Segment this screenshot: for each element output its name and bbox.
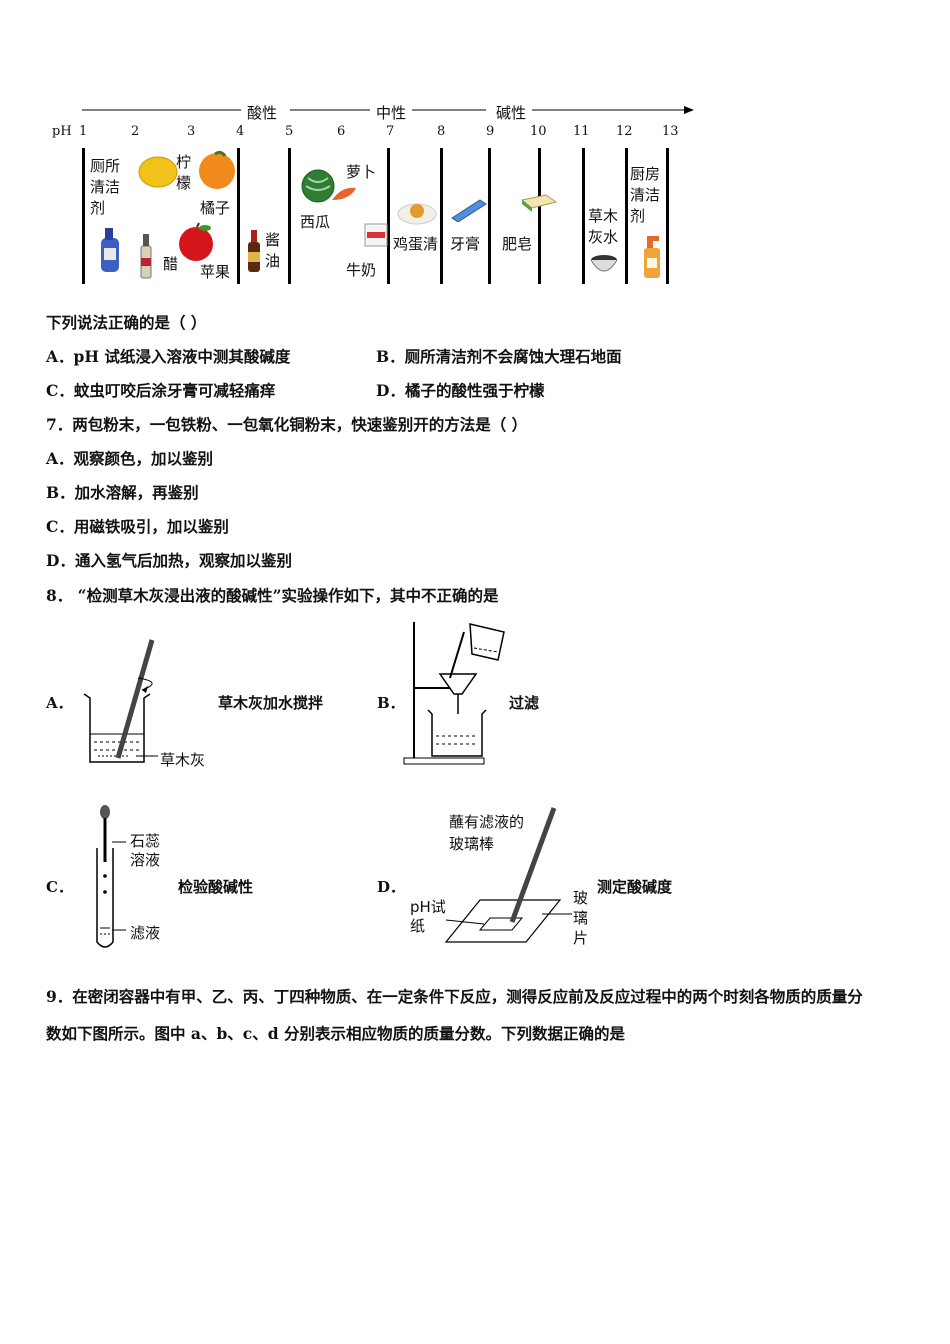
ph-axis-label: pH	[52, 124, 72, 139]
q6-option-a[interactable]: A．pH 试纸浸入溶液中测其酸碱度	[46, 347, 291, 366]
q7-option-d[interactable]: D．通入氢气后加热，观察加以鉴别	[46, 551, 292, 570]
ph-tick: 8	[437, 124, 446, 139]
q7-stem: 7．两包粉末，一包铁粉、一包氧化铜粉末，快速鉴别开的方法是（ ）	[46, 415, 528, 434]
milk-carton-icon	[364, 223, 388, 247]
label-toothpaste: 牙膏	[450, 235, 481, 253]
label-apple: 苹果	[200, 263, 231, 281]
q6-option-c[interactable]: C．蚊虫叮咬后涂牙膏可减轻痛痒	[46, 381, 276, 400]
toilet-cleaner-bottle-icon	[101, 228, 119, 272]
ph-bar	[288, 148, 291, 284]
ph-paper-diagram	[444, 807, 572, 943]
q7-option-c[interactable]: C．用磁铁吸引，加以鉴别	[46, 517, 229, 536]
ph-tick: 12	[616, 124, 633, 139]
ph-bar	[82, 148, 85, 284]
filtrate-label: 滤液	[130, 924, 161, 942]
ph-bar	[625, 148, 628, 284]
stirring-beaker-diagram	[83, 639, 158, 763]
q8-option-c-caption: 检验酸碱性	[178, 878, 254, 896]
label-toilet-cleaner: 厕所清洁剂	[90, 157, 121, 217]
ash-water-bowl-icon	[590, 255, 618, 272]
ph-tick: 6	[337, 124, 346, 139]
ph-tick: 11	[573, 124, 590, 139]
q8-stem: 8． “检测草木灰浸出液的酸碱性”实验操作如下，其中不正确的是	[46, 586, 499, 605]
label-ash-water: 草木灰水	[588, 207, 619, 246]
filtration-diagram	[403, 622, 505, 765]
q7-option-a[interactable]: A．观察颜色，加以鉴别	[46, 449, 214, 468]
watermelon-icon	[301, 169, 335, 203]
label-radish: 萝卜	[346, 163, 377, 181]
ph-axis-arrow	[82, 106, 694, 114]
ph-tick: 5	[285, 124, 294, 139]
ph-paper-label: pH试纸	[410, 898, 446, 935]
acid-region-label: 酸性	[247, 104, 278, 122]
soy-sauce-bottle-icon	[248, 230, 260, 272]
q8-option-c-letter[interactable]: C．	[46, 878, 73, 896]
ph-bar	[440, 148, 443, 284]
label-orange: 橘子	[200, 199, 231, 217]
ph-bar	[387, 148, 390, 284]
q9-stem-line2: 数如下图所示。图中 a、b、c、d 分别表示相应物质的质量分数。下列数据正确的是	[46, 1024, 625, 1043]
ph-tick: 9	[486, 124, 495, 139]
q6-option-b[interactable]: B．厕所清洁剂不会腐蚀大理石地面	[376, 347, 622, 366]
q6-option-d[interactable]: D．橘子的酸性强于柠檬	[376, 381, 545, 400]
egg-white-icon	[397, 203, 437, 225]
label-watermelon: 西瓜	[300, 213, 331, 231]
ph-tick: 7	[386, 124, 395, 139]
glass-rod-label: 蘸有滤液的玻璃棒	[449, 813, 525, 853]
stirring-ash-label: 草木灰	[160, 751, 206, 769]
label-soap: 肥皂	[502, 235, 533, 253]
toothpaste-icon	[451, 199, 487, 222]
q8-option-b-caption: 过滤	[509, 694, 540, 712]
q9-stem-line1: 9．在密闭容器中有甲、乙、丙、丁四种物质、在一定条件下反应，测得反应前及反应过程…	[46, 987, 863, 1006]
soap-icon	[520, 194, 558, 212]
ph-bar	[538, 148, 541, 284]
apple-icon	[179, 222, 213, 261]
q8-option-b-letter[interactable]: B．	[377, 694, 405, 712]
label-milk: 牛奶	[346, 261, 377, 279]
ph-tick: 4	[236, 124, 245, 139]
label-vinegar: 醋	[163, 255, 179, 273]
ph-tick: 1	[79, 124, 88, 139]
q8-option-a-caption: 草木灰加水搅拌	[218, 694, 324, 712]
litmus-label: 石蕊溶液	[130, 832, 161, 869]
ph-bar	[237, 148, 240, 284]
neutral-region-label: 中性	[376, 104, 407, 122]
ph-tick: 3	[187, 124, 196, 139]
q7-option-b[interactable]: B．加水溶解，再鉴别	[46, 483, 199, 502]
label-soy-sauce: 酱油	[265, 231, 281, 270]
q8-option-d-letter[interactable]: D．	[377, 878, 406, 896]
radish-icon	[332, 187, 356, 200]
test-tube-dropper-diagram	[96, 805, 126, 948]
q8-option-a-letter[interactable]: A．	[46, 694, 73, 712]
lemon-icon	[138, 156, 178, 188]
q8-option-d-caption: 测定酸碱度	[597, 878, 673, 896]
vinegar-bottle-icon	[140, 234, 152, 279]
ph-bar	[582, 148, 585, 284]
base-region-label: 碱性	[496, 104, 527, 122]
ph-bar	[666, 148, 669, 284]
ph-tick: 13	[662, 124, 679, 139]
label-lemon: 柠檬	[176, 153, 192, 192]
orange-icon	[199, 150, 235, 189]
ph-bar	[488, 148, 491, 284]
ph-tick: 2	[131, 124, 140, 139]
glass-slide-label: 玻璃片	[573, 889, 589, 947]
label-kitchen-cleaner: 厨房清洁剂	[630, 165, 661, 225]
kitchen-cleaner-spray-icon	[644, 236, 660, 278]
q6-stem: 下列说法正确的是（ ）	[46, 313, 207, 332]
label-egg-white: 鸡蛋清	[393, 235, 439, 253]
ph-tick: 10	[530, 124, 547, 139]
